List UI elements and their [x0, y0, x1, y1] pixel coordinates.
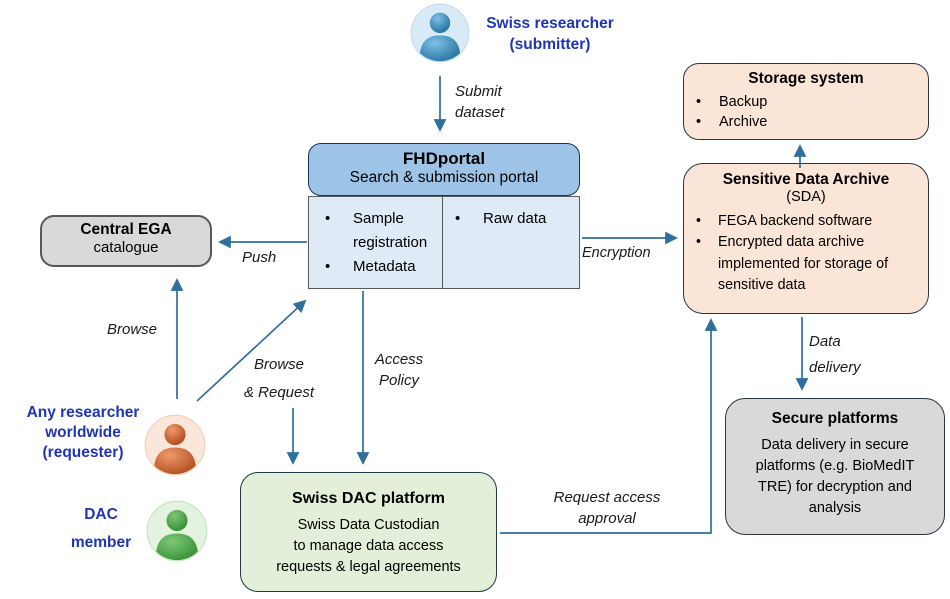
list-item: Metadata	[325, 255, 436, 279]
list-item: Sample registration	[325, 207, 436, 255]
fhdportal-left-bullets: Sample registration Metadata	[325, 207, 436, 279]
submit-label: Submit dataset	[455, 83, 505, 121]
sda-title: Sensitive Data Archive	[722, 171, 890, 188]
dac-member-label: DAC member	[70, 506, 132, 551]
request-approval-label: Request access approval	[553, 489, 661, 527]
push-label: Push	[242, 249, 277, 266]
sda-bullets: FEGA backend software Encrypted data arc…	[684, 211, 928, 297]
list-item: Encrypted data archive implemented for s…	[696, 232, 924, 296]
sda-box: Sensitive Data Archive (SDA) FEGA backen…	[683, 163, 929, 314]
browse-request-label: Browse & Request	[243, 356, 315, 401]
person-icon-green	[146, 500, 208, 562]
storage-system-box: Storage system Backup Archive	[683, 63, 929, 140]
swiss-dac-box: Swiss DAC platform Swiss Data Custodian …	[240, 472, 497, 592]
requester-label: Any researcher worldwide (requester)	[26, 404, 140, 461]
data-delivery-label: Data delivery	[809, 333, 861, 376]
person-icon-orange	[144, 414, 206, 476]
list-item: Raw data	[455, 207, 573, 231]
fhdportal-body: Sample registration Metadata Raw data	[308, 196, 580, 289]
list-item: Backup	[696, 92, 928, 112]
secure-platforms-title: Secure platforms	[771, 410, 899, 427]
swiss-dac-title: Swiss DAC platform	[292, 490, 445, 507]
central-ega-subtitle: catalogue	[93, 239, 159, 256]
submitter-label: Swiss researcher (submitter)	[486, 15, 614, 53]
fhdportal-subtitle: Search & submission portal	[349, 169, 539, 186]
fhdportal-title: FHDportal	[402, 149, 486, 168]
storage-system-title: Storage system	[748, 70, 864, 87]
person-icon-blue	[410, 3, 470, 63]
fhdportal-right-bullets: Raw data	[455, 207, 573, 231]
browse-label: Browse	[107, 321, 158, 338]
storage-system-bullets: Backup Archive	[684, 92, 928, 133]
encryption-label: Encryption	[582, 245, 651, 261]
sda-subtitle: (SDA)	[786, 189, 826, 205]
fhdportal-header: FHDportal Search & submission portal	[308, 143, 580, 196]
central-ega-title: Central EGA	[80, 221, 172, 238]
list-item: FEGA backend software	[696, 211, 924, 232]
list-item: Archive	[696, 112, 928, 132]
fhdportal-metadata-cell: Sample registration Metadata	[309, 197, 443, 288]
secure-platforms-box: Secure platforms Data delivery in secure…	[725, 398, 945, 535]
fhdportal-rawdata-cell: Raw data	[443, 197, 579, 288]
swiss-dac-body: Swiss Data Custodian to manage data acce…	[276, 517, 461, 576]
secure-platforms-body: Data delivery in secure platforms (e.g. …	[755, 437, 915, 517]
access-policy-label: Access Policy	[374, 351, 424, 389]
central-ega-box: Central EGA catalogue	[40, 215, 212, 267]
